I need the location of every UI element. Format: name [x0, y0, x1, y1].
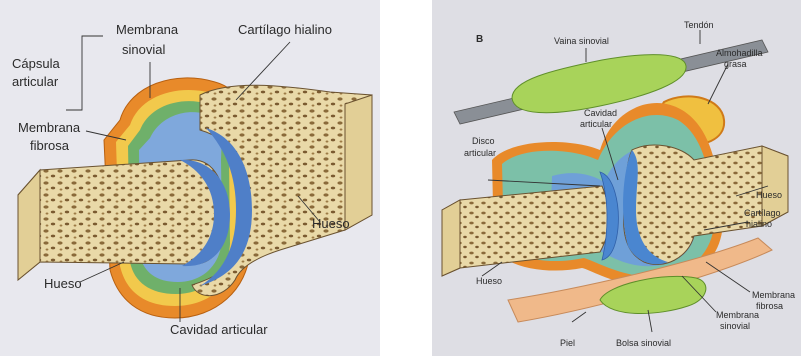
piel-label: Piel	[560, 338, 575, 348]
almohadilla-label-line1: Almohadilla	[716, 48, 763, 58]
panel-b-letter: B	[476, 34, 483, 45]
cavidad-label-line1: Cavidad	[584, 108, 617, 118]
panel-b-illustration: B Vaina sinovial Tendón Almohadilla gras…	[432, 0, 801, 356]
membrana-fibrosa-label-line1: Membrana	[18, 120, 81, 135]
hueso-left-b-label: Hueso	[476, 276, 502, 286]
disco-label-line2: articular	[464, 148, 496, 158]
membrana-sinovial-label-line2: sinovial	[122, 42, 165, 57]
disco-label-line1: Disco	[472, 136, 495, 146]
vaina-sinovial-label: Vaina sinovial	[554, 36, 609, 46]
cartilago-label-line1: Cartílago	[744, 208, 781, 218]
tendon-label: Tendón	[684, 20, 714, 30]
cavidad-articular-label: Cavidad articular	[170, 322, 268, 337]
bolsa-sinovial-label: Bolsa sinovial	[616, 338, 671, 348]
capsula-label-line1: Cápsula	[12, 56, 60, 71]
almohadilla-label-line2: grasa	[724, 59, 747, 69]
membrana-fibrosa-b-label-line1: Membrana	[752, 290, 795, 300]
hueso-right-b-label: Hueso	[756, 190, 782, 200]
membrana-sinovial-b-label-line1: Membrana	[716, 310, 759, 320]
membrana-fibrosa-label-line2: fibrosa	[30, 138, 70, 153]
cavidad-label-line2: articular	[580, 119, 612, 129]
hueso-left-label: Hueso	[44, 276, 82, 291]
panel-b-synovial-joint: B Vaina sinovial Tendón Almohadilla gras…	[432, 0, 801, 356]
membrana-fibrosa-b-label-line2: fibrosa	[756, 301, 783, 311]
hueso-right-label: Hueso	[312, 216, 350, 231]
panel-a-illustration: Cápsula articular Membrana sinovial Cart…	[0, 0, 380, 356]
membrana-sinovial-label-line1: Membrana	[116, 22, 179, 37]
membrana-sinovial-b-label-line2: sinovial	[720, 321, 750, 331]
panel-a-synovial-joint: Cápsula articular Membrana sinovial Cart…	[0, 0, 380, 356]
cartilago-hialino-label: Cartílago hialino	[238, 22, 332, 37]
cartilago-label-line2: hialino	[746, 219, 772, 229]
capsula-label-line2: articular	[12, 74, 59, 89]
